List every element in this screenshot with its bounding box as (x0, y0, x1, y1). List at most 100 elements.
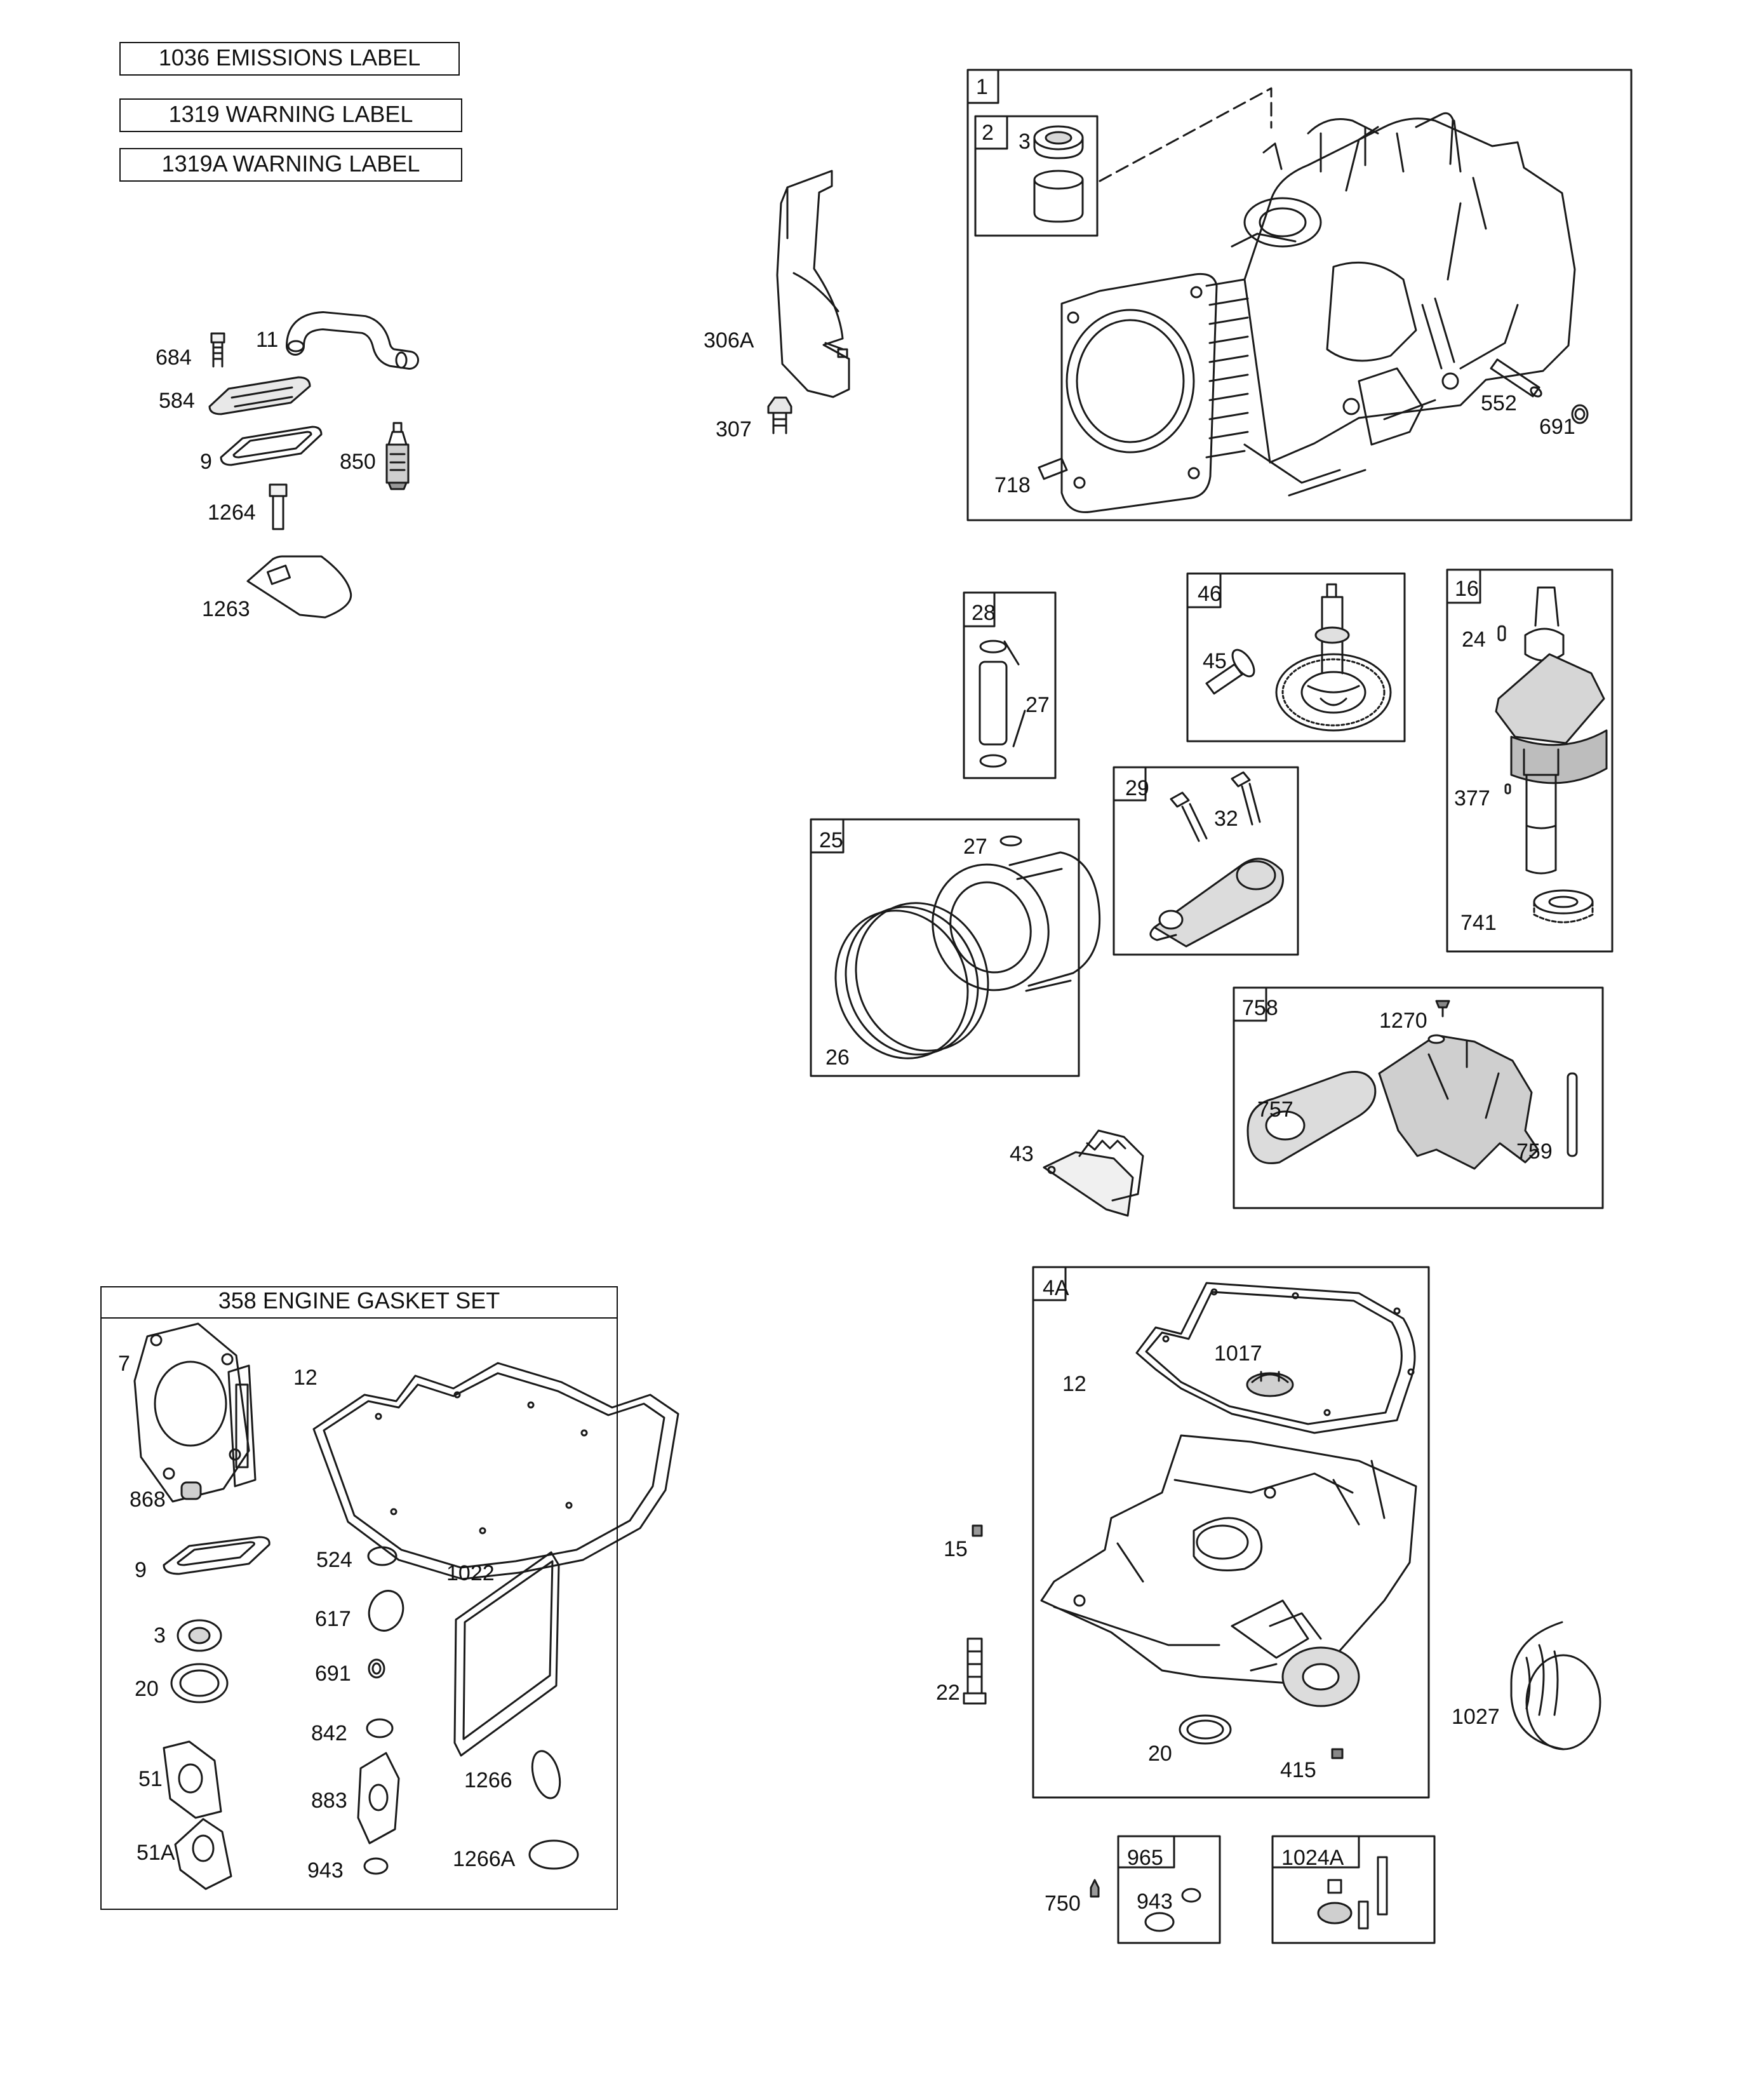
box-4a-frame (1032, 1266, 1430, 1799)
warning-label-box: 1319 WARNING LABEL (119, 98, 462, 132)
gasket-part-868: 868 (130, 1488, 166, 1512)
part-label-684: 684 (156, 346, 192, 370)
crank-gear-741-illustration (1533, 889, 1594, 924)
dipstick-cap-1017-illustration (1246, 1371, 1294, 1397)
part-label-306a: 306A (704, 328, 754, 353)
gasket-part-524: 524 (316, 1548, 352, 1572)
gasket-part-691: 691 (315, 1662, 351, 1686)
box-29-frame (1113, 766, 1299, 956)
gasket-51-illustration (163, 1740, 222, 1819)
part-label-307: 307 (716, 417, 752, 441)
gasket-51a-illustration (174, 1818, 232, 1890)
oring-691-set-illustration (368, 1658, 385, 1679)
box-46-frame (1186, 572, 1406, 742)
gasket-part-20: 20 (135, 1677, 159, 1701)
bolt-307-illustration (767, 396, 792, 434)
part-label-377: 377 (1454, 786, 1490, 810)
gasket-part-1022: 1022 (446, 1561, 495, 1585)
part-label-741: 741 (1460, 911, 1497, 935)
part-label-20-sump: 20 (1148, 1742, 1172, 1766)
tag-2: 2 (982, 121, 994, 145)
breather-tube-11-illustration (286, 311, 419, 370)
piston-rings-illustration (834, 902, 989, 1059)
part-label-45: 45 (1203, 649, 1227, 673)
part-label-26: 26 (825, 1045, 850, 1070)
crankcase-gasket-12-illustration (312, 1362, 679, 1580)
gasket-set-frame (100, 1286, 618, 1910)
sump-cover-illustration (1040, 1434, 1417, 1707)
part-label-552: 552 (1481, 391, 1517, 415)
tag-4a: 4A (1043, 1276, 1069, 1300)
part-label-3-cyl: 3 (1019, 130, 1031, 154)
gasket-part-943: 943 (307, 1858, 344, 1883)
oring-617-illustration (368, 1590, 404, 1632)
part-label-22: 22 (936, 1681, 960, 1705)
gasket-part-12: 12 (293, 1366, 317, 1390)
kit-965-parts-illustration (1144, 1888, 1201, 1932)
part-label-11: 11 (256, 328, 279, 352)
part-label-12-sump: 12 (1062, 1372, 1086, 1396)
gasket-part-9: 9 (135, 1558, 147, 1582)
rod-bolts-32-illustration (1170, 771, 1261, 842)
part-label-691-cyl: 691 (1539, 415, 1575, 439)
rocker-gasket-1022-illustration (453, 1551, 560, 1757)
box-25-frame (810, 818, 1080, 1077)
oring-943-set-illustration (363, 1857, 389, 1875)
crankshaft-illustration (1495, 586, 1608, 875)
breather-plate-1263-illustration (246, 555, 352, 619)
bracket-43-illustration (1043, 1129, 1144, 1217)
gasket-part-883: 883 (311, 1789, 347, 1813)
part-label-1264: 1264 (208, 500, 256, 525)
screw-1270-illustration (1435, 1000, 1450, 1018)
head-gasket-7-illustration (133, 1322, 257, 1503)
bolt-22-illustration (963, 1637, 987, 1705)
shield-306a-illustration (776, 170, 850, 398)
box-965-frame (1117, 1835, 1221, 1944)
oil-seal-3-illustration (1033, 125, 1084, 159)
box-28-frame (963, 591, 1057, 779)
breather-cover-584-illustration (208, 376, 311, 415)
part-label-759: 759 (1516, 1139, 1553, 1164)
part-label-943-kit: 943 (1137, 1890, 1173, 1914)
oring-1266a-illustration (528, 1839, 579, 1870)
part-label-27-pin: 27 (1026, 693, 1050, 717)
part-label-584: 584 (159, 389, 195, 413)
gasket-part-1266: 1266 (464, 1768, 512, 1792)
part-label-43: 43 (1010, 1142, 1034, 1166)
part-label-1027: 1027 (1452, 1705, 1500, 1729)
gasket-part-3: 3 (154, 1623, 166, 1648)
tag-758: 758 (1242, 996, 1278, 1020)
plug-415-illustration (1331, 1748, 1344, 1759)
part-label-757: 757 (1257, 1098, 1293, 1122)
tag-28: 28 (972, 601, 996, 625)
emissions-label-box: 1036 EMISSIONS LABEL (119, 42, 460, 76)
bolt-684-illustration (210, 332, 225, 368)
part-label-750: 750 (1045, 1891, 1081, 1916)
tag-29: 29 (1125, 776, 1149, 800)
part-label-15: 15 (944, 1537, 968, 1561)
bushing-2-illustration (1033, 170, 1084, 223)
dowel-pin-552-illustration (1490, 358, 1542, 398)
gasket-883-illustration (357, 1752, 400, 1844)
screw-750-illustration (1090, 1879, 1100, 1898)
oil-filter-1027-illustration (1510, 1621, 1601, 1750)
cylinder-block-illustration (1060, 112, 1576, 513)
part-label-32: 32 (1214, 807, 1238, 831)
part-label-1270: 1270 (1379, 1009, 1427, 1033)
part-label-415: 415 (1280, 1758, 1316, 1782)
seal-20-set-illustration (170, 1663, 229, 1703)
sealant-850-illustration (385, 422, 410, 490)
warning-label-a-box: 1319A WARNING LABEL (119, 148, 462, 182)
key-377-illustration (1504, 783, 1511, 795)
gasket-9-illustration (220, 426, 323, 466)
cam-pin-45-illustration (1205, 648, 1255, 695)
part-label-718: 718 (994, 473, 1031, 497)
piston-pin-illustration (979, 640, 1026, 768)
governor-housing-illustration (1246, 1034, 1539, 1170)
box-758-frame (1233, 986, 1604, 1209)
pin-759-illustration (1567, 1072, 1578, 1157)
tag-16: 16 (1455, 577, 1479, 601)
oring-524-illustration (367, 1546, 398, 1566)
tag-46: 46 (1198, 582, 1222, 606)
